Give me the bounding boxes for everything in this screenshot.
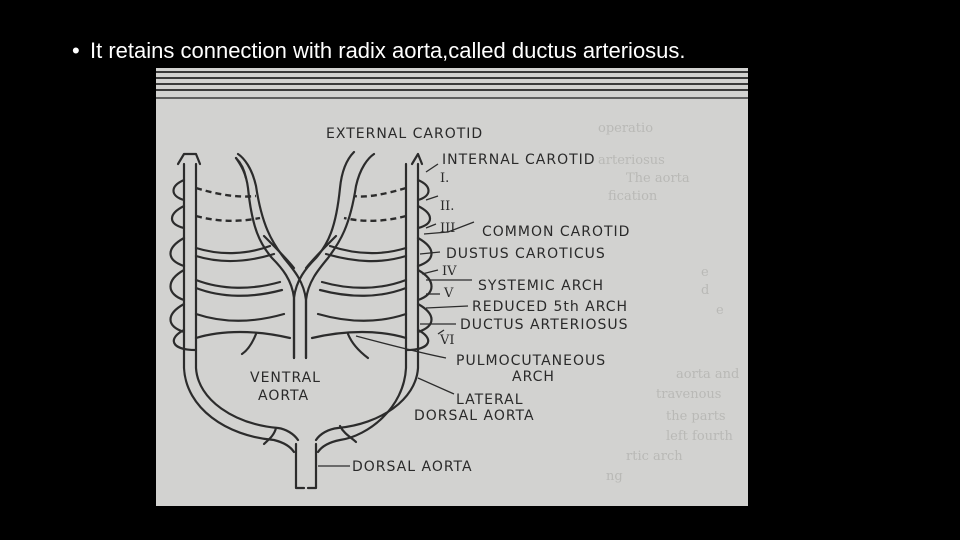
dorsal-aorta-stem <box>264 426 356 488</box>
lateral-dorsal-aortae <box>178 154 422 452</box>
label-lateral-dorsal-aorta: DORSAL AORTA <box>414 408 535 424</box>
label-ventral: VENTRAL <box>250 370 321 386</box>
aortic-arches-figure: operatio arteriosus The aorta fication e… <box>156 68 748 506</box>
label-systemic-arch: SYSTEMIC ARCH <box>478 278 604 294</box>
label-common-carotid: COMMON CAROTID <box>482 224 630 240</box>
svg-text:The aorta: The aorta <box>626 171 690 186</box>
label-ductus-arteriosus: DUCTUS ARTERIOSUS <box>460 317 629 333</box>
label-dorsal-aorta: DORSAL AORTA <box>352 459 473 475</box>
label-ventral-aorta: AORTA <box>258 388 309 404</box>
ventral-aorta-tree <box>236 152 374 358</box>
svg-text:ng: ng <box>606 469 623 484</box>
label-arch-v: V <box>443 286 454 301</box>
svg-text:aorta and: aorta and <box>676 367 739 382</box>
svg-text:e: e <box>701 265 709 280</box>
page-rule-lines <box>156 72 748 98</box>
label-internal-carotid: INTERNAL CAROTID <box>442 152 596 168</box>
label-ductus-caroticus: DUSTUS CAROTICUS <box>446 246 606 262</box>
svg-text:operatio: operatio <box>598 121 653 136</box>
svg-text:the parts: the parts <box>666 409 726 424</box>
label-pulmocutaneous: PULMOCUTANEOUS <box>456 353 606 369</box>
label-arch-ii: II. <box>440 199 454 214</box>
label-arch-vi: VI <box>439 333 455 348</box>
label-arch-iv: IV <box>442 264 457 279</box>
svg-text:arteriosus: arteriosus <box>598 153 665 168</box>
svg-text:e: e <box>716 303 724 318</box>
svg-text:left fourth: left fourth <box>666 429 733 444</box>
svg-text:d: d <box>701 283 709 298</box>
svg-text:fication: fication <box>608 189 658 204</box>
label-reduced-5th-arch: REDUCED 5th ARCH <box>472 299 628 315</box>
bullet-text: It retains connection with radix aorta,c… <box>90 38 686 63</box>
svg-text:rtic arch: rtic arch <box>626 449 683 464</box>
svg-text:travenous: travenous <box>656 387 721 402</box>
label-arch-i: I. <box>440 171 449 186</box>
label-arch-iii: III <box>440 221 455 236</box>
label-external-carotid: EXTERNAL CAROTID <box>326 126 483 142</box>
bullet-point-icon: • <box>72 36 90 66</box>
aortic-arches-diagram: operatio arteriosus The aorta fication e… <box>156 68 748 506</box>
label-pulmocutaneous-arch: ARCH <box>512 369 555 385</box>
label-lateral: LATERAL <box>456 392 524 408</box>
slide-bullet: •It retains connection with radix aorta,… <box>72 36 932 66</box>
aortic-arches <box>171 180 432 358</box>
